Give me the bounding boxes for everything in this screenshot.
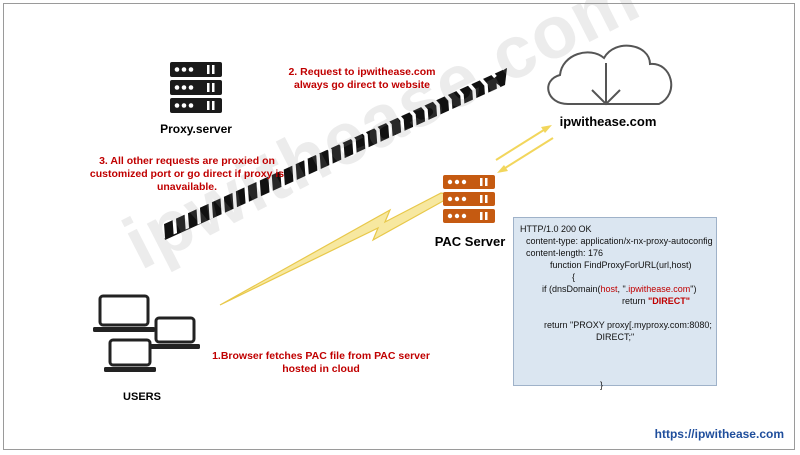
chevron-stripe	[240, 159, 262, 206]
pac-server-label: PAC Server	[434, 234, 506, 249]
cloud-download-icon	[547, 44, 673, 106]
step-2-label: 2. Request to ipwithease.com always go d…	[288, 66, 436, 91]
website-label: ipwithease.com	[559, 114, 657, 129]
code-segment: host	[600, 284, 618, 294]
double-arrow-icon	[495, 125, 554, 173]
proxy-server-label: Proxy.server	[160, 122, 232, 136]
code-segment: return	[622, 296, 649, 306]
footer-link[interactable]: https://ipwithease.com	[654, 427, 784, 441]
chevron-stripe	[336, 119, 358, 166]
code-line: {	[572, 272, 576, 282]
code-line	[520, 355, 710, 367]
pac-file-code-box: HTTP/1.0 200 OK content-type: applicatio…	[513, 217, 717, 390]
chevron-stripe	[288, 139, 310, 186]
chevron-stripe	[300, 134, 322, 181]
chevron-stripe	[204, 174, 226, 221]
step-3-label: 3. All other requests are proxied on cus…	[89, 155, 285, 193]
code-segment: "DIRECT"	[648, 296, 691, 306]
code-line	[520, 307, 710, 319]
step-1-label: 1.Browser fetches PAC file from PAC serv…	[212, 350, 430, 375]
chevron-stripe	[264, 149, 286, 196]
code-line: DIRECT;"	[596, 332, 635, 342]
code-line: function FindProxyForURL(url,host)	[550, 260, 692, 270]
code-line	[520, 343, 710, 355]
chevron-stripe	[192, 179, 214, 226]
chevron-stripe	[180, 184, 202, 231]
chevron-stripe	[312, 129, 334, 176]
chevron-stripe	[228, 164, 250, 211]
chevron-stripe	[252, 154, 274, 201]
chevron-stripe	[276, 144, 298, 191]
proxy-server-icon	[170, 62, 222, 113]
chevron-stripe	[144, 199, 166, 245]
code-line: HTTP/1.0 200 OK	[520, 224, 592, 234]
code-line: return "PROXY proxy[.myproxy.com:8080;	[544, 320, 712, 330]
code-line: content-length: 176	[526, 248, 604, 258]
laptop-icon	[150, 316, 200, 349]
pac-server-icon	[443, 175, 495, 223]
laptop-icon	[93, 294, 155, 332]
laptop-icon	[104, 338, 156, 372]
code-line: if (dnsDomain(host, ".ipwithease.com")	[520, 283, 710, 295]
diagram-frame	[3, 3, 795, 450]
chevron-stripe	[324, 124, 346, 171]
code-line: content-type: application/x-nx-proxy-aut…	[526, 236, 713, 246]
code-line: }	[600, 380, 604, 390]
code-segment: if (dnsDomain(	[542, 284, 601, 294]
users-label: USERS	[123, 391, 161, 403]
code-segment: ")	[690, 284, 697, 294]
code-segment: , ".	[617, 284, 629, 294]
chevron-stripe	[156, 194, 178, 241]
code-line	[520, 367, 710, 379]
chevron-stripe	[216, 169, 238, 216]
code-segment: ipwithease.com	[628, 284, 691, 294]
chevron-stripe	[168, 189, 190, 236]
code-line: return "DIRECT"	[520, 295, 710, 307]
